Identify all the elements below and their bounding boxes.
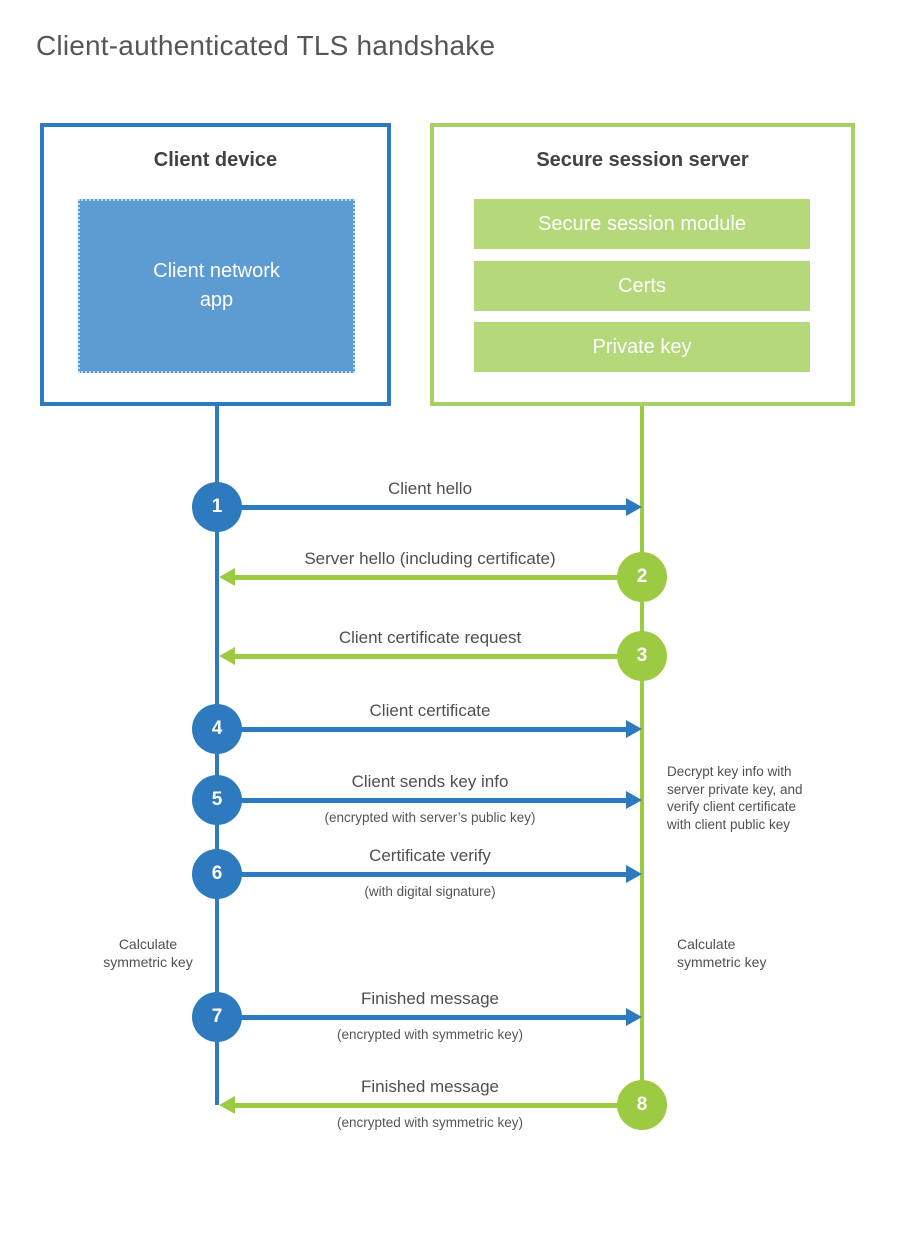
client-calculate-key-note: Calculate symmetric key	[103, 936, 193, 970]
step-7-label: Finished message	[361, 989, 499, 1008]
arrow-shaft	[232, 798, 628, 803]
secure-session-server-title: Secure session server	[536, 149, 749, 171]
step-5-label: Client sends key info	[351, 772, 509, 791]
arrowhead-left-icon	[219, 647, 235, 665]
arrow-shaft	[232, 505, 628, 510]
server-calculate-key-note: Calculate symmetric key	[677, 936, 767, 970]
arrow-shaft	[232, 1015, 628, 1020]
arrow-shaft	[235, 575, 617, 580]
page-title: Client-authenticated TLS handshake	[36, 30, 496, 61]
client-network-app-box: Client network app	[78, 199, 355, 373]
step-4-label: Client certificate	[369, 701, 491, 720]
server-lifeline	[640, 406, 644, 1105]
step-6-sublabel: (with digital signature)	[364, 884, 496, 899]
server-module-private-key: Private key	[474, 322, 810, 372]
client-lifeline	[215, 406, 219, 1105]
server-module-certs: Certs	[474, 261, 810, 311]
step-7-circle: 7	[192, 992, 242, 1042]
arrowhead-right-icon	[626, 720, 642, 738]
step-6-label: Certificate verify	[369, 846, 491, 865]
arrow-shaft	[235, 654, 617, 659]
client-network-app-label: Client network app	[153, 260, 280, 311]
arrowhead-right-icon	[626, 498, 642, 516]
step-1-circle: 1	[192, 482, 242, 532]
step-7-sublabel: (encrypted with symmetric key)	[336, 1027, 524, 1042]
step-2-circle: 2	[617, 552, 667, 602]
step-6-circle: 6	[192, 849, 242, 899]
step-3-label: Client certificate request	[338, 628, 522, 647]
step-8-label: Finished message	[361, 1077, 499, 1096]
step-2-label: Server hello (including certificate)	[304, 549, 556, 568]
arrowhead-right-icon	[626, 865, 642, 883]
arrowhead-right-icon	[626, 791, 642, 809]
step-5-sublabel: (encrypted with server’s public key)	[324, 810, 536, 825]
server-decrypt-note: Decrypt key info with server private key…	[667, 764, 803, 832]
server-module-secure-session: Secure session module	[474, 199, 810, 249]
step-8-sublabel: (encrypted with symmetric key)	[336, 1115, 524, 1130]
step-8-circle: 8	[617, 1080, 667, 1130]
arrowhead-right-icon	[626, 1008, 642, 1026]
arrowhead-left-icon	[219, 1096, 235, 1114]
client-device-title: Client device	[153, 149, 278, 171]
step-1-label: Client hello	[387, 479, 473, 498]
step-4-circle: 4	[192, 704, 242, 754]
arrow-shaft	[235, 1103, 617, 1108]
arrowhead-left-icon	[219, 568, 235, 586]
arrow-shaft	[232, 727, 628, 732]
client-device-box: Client device Client network app	[40, 123, 391, 406]
step-5-circle: 5	[192, 775, 242, 825]
step-3-circle: 3	[617, 631, 667, 681]
secure-session-server-box: Secure session server Secure session mod…	[430, 123, 855, 406]
arrow-shaft	[232, 872, 628, 877]
